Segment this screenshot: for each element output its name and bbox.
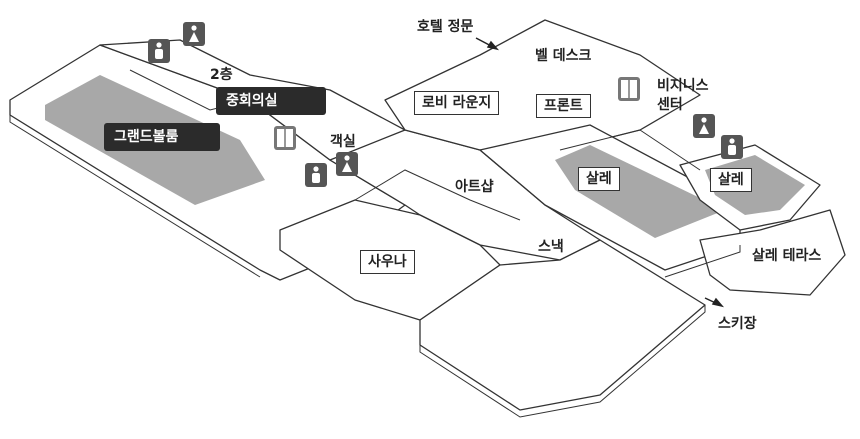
label-conference-room: 중회의실: [216, 87, 326, 115]
label-snack: 스낵: [538, 239, 564, 255]
elevator-icon: [618, 77, 640, 101]
terrace: [699, 209, 846, 296]
restroom-male-icon: [721, 135, 743, 159]
label-guest-rooms: 객실: [330, 134, 356, 150]
label-business-center-2: 센터: [657, 97, 683, 113]
label-sauna: 사우나: [360, 250, 415, 274]
label-second-floor: 2층: [210, 67, 233, 83]
restroom-female-icon: [693, 114, 715, 138]
elevator-icon: [274, 126, 296, 150]
label-grand-ballroom: 그랜드볼룸: [104, 123, 220, 151]
restroom-female-icon: [183, 22, 205, 46]
label-business-center-1: 비지니스: [657, 78, 709, 94]
label-hotel-gate: 호텔 정문: [417, 19, 474, 35]
label-salle-1: 살레: [578, 167, 620, 191]
lobby-block: [384, 19, 701, 151]
label-front: 프론트: [536, 94, 591, 118]
restroom-male-icon: [305, 163, 327, 187]
label-art-shop: 아트샵: [455, 179, 494, 195]
label-bell-desk: 벨 데스크: [535, 48, 592, 64]
label-salle-terrace: 살레 테라스: [752, 248, 822, 264]
label-ski-area: 스키장: [718, 316, 757, 332]
restroom-male-icon: [148, 39, 170, 63]
restroom-female-icon: [336, 152, 358, 176]
label-lobby-lounge: 로비 라운지: [414, 91, 500, 115]
label-salle-2: 살레: [710, 168, 752, 192]
